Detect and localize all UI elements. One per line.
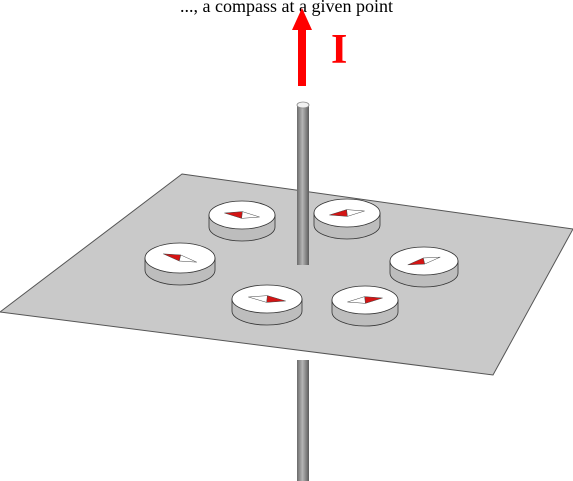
wire-top — [296, 101, 310, 109]
needle-south — [248, 295, 268, 303]
wire-upper — [297, 105, 309, 265]
needle-south — [422, 256, 441, 265]
compass — [208, 200, 276, 242]
compass — [231, 284, 303, 326]
compass — [313, 198, 381, 240]
current-label: I — [331, 27, 348, 73]
caption-text: ..., a compass at a given point — [180, 0, 393, 16]
plane — [0, 173, 573, 376]
compass-group — [144, 198, 459, 327]
needle-south — [346, 209, 365, 217]
needle-south — [178, 254, 197, 263]
compass — [389, 246, 459, 288]
compass — [144, 242, 216, 286]
needle-south — [347, 296, 366, 304]
needle-south — [241, 211, 260, 219]
wire-lower — [297, 360, 309, 481]
compass — [331, 285, 399, 327]
current-arrow — [292, 8, 312, 86]
